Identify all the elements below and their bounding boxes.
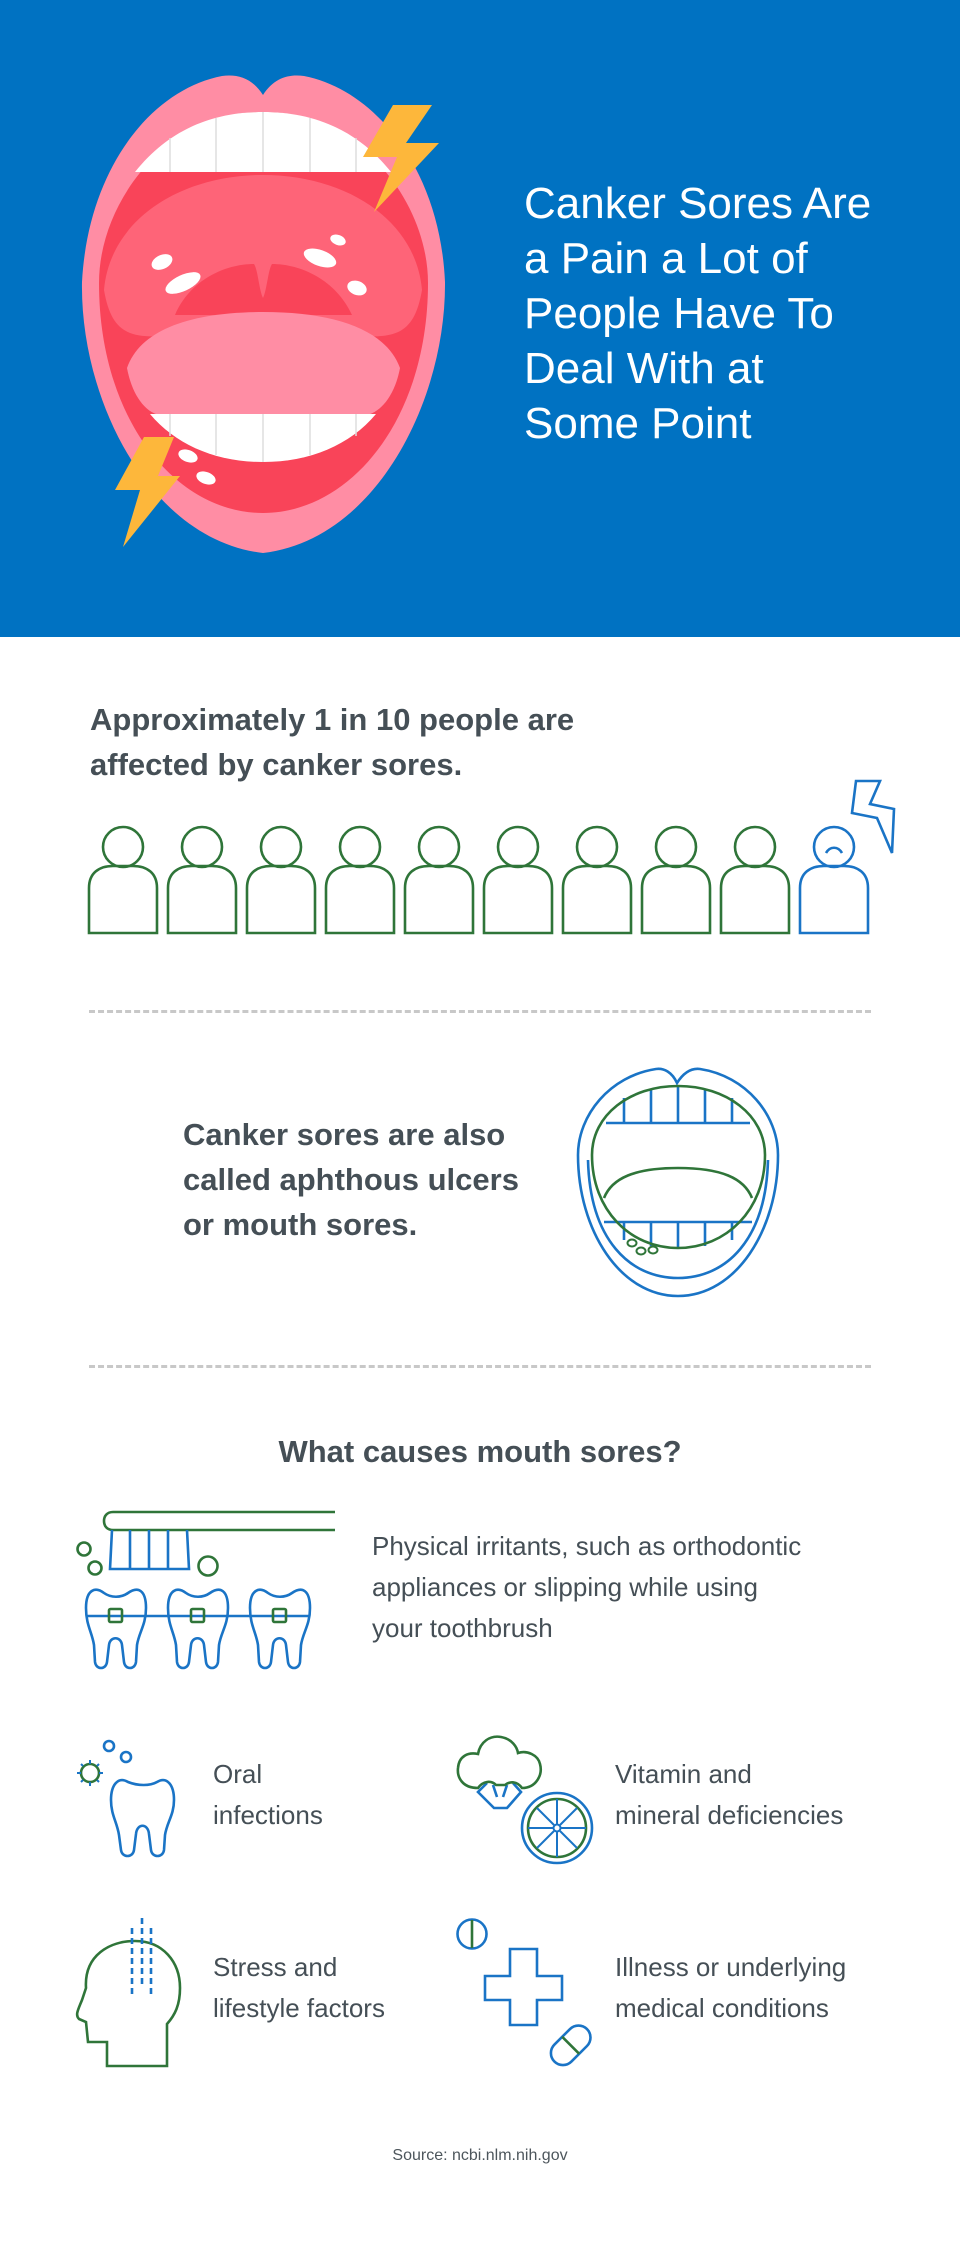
- broccoli-citrus-icon: [456, 1735, 594, 1865]
- cause-line: mineral deficiencies: [615, 1800, 844, 1830]
- cause-line: Physical irritants, such as orthodontic: [372, 1531, 802, 1561]
- stressed-head-icon: [75, 1918, 182, 2068]
- open-mouth-outline-icon: [576, 1067, 780, 1298]
- hero-title-line: People Have To: [524, 289, 834, 338]
- aka-line: Canker sores are also: [183, 1117, 506, 1152]
- people-row-icon: [87, 779, 896, 935]
- cause-illness-medical: Illness or underlying medical conditions: [615, 1947, 846, 2029]
- statistic-line: affected by canker sores.: [90, 747, 463, 782]
- hero-banner: Canker Sores Are a Pain a Lot of People …: [0, 0, 960, 637]
- section-divider: [89, 1010, 871, 1013]
- hero-title-line: Deal With at: [524, 344, 764, 393]
- section-divider: [89, 1365, 871, 1368]
- cause-line: lifestyle factors: [213, 1993, 385, 2023]
- cause-oral-infections: Oral infections: [213, 1754, 323, 1836]
- medical-cross-pills-icon: [456, 1918, 592, 2067]
- cause-line: your toothbrush: [372, 1613, 553, 1643]
- statistic-text: Approximately 1 in 10 people are affecte…: [90, 697, 574, 787]
- hero-title-line: a Pain a Lot of: [524, 234, 808, 283]
- cause-physical-irritants: Physical irritants, such as orthodontic …: [372, 1526, 801, 1649]
- aka-text: Canker sores are also called aphthous ul…: [183, 1112, 519, 1247]
- causes-title: What causes mouth sores?: [278, 1434, 682, 1469]
- cause-vitamin-deficiencies: Vitamin and mineral deficiencies: [615, 1754, 843, 1836]
- hero-title-line: Some Point: [524, 399, 752, 448]
- cause-line: Illness or underlying: [615, 1952, 847, 1982]
- aka-line: called aphthous ulcers: [183, 1162, 519, 1197]
- cause-line: infections: [213, 1800, 323, 1830]
- affected-person-icon: [798, 779, 896, 935]
- cause-line: Oral: [213, 1759, 263, 1789]
- statistic-line: Approximately 1 in 10 people are: [90, 702, 575, 737]
- cause-line: Stress and: [213, 1952, 338, 1982]
- cause-line: Vitamin and: [615, 1759, 752, 1789]
- cause-line: medical conditions: [615, 1993, 829, 2023]
- open-mouth-with-sores-illustration: [81, 75, 446, 553]
- hero-title-line: Canker Sores Are: [524, 179, 872, 228]
- toothbrush-braces-icon: [76, 1510, 335, 1670]
- source-citation: Source: ncbi.nlm.nih.gov: [392, 2147, 568, 2164]
- cause-stress-lifestyle: Stress and lifestyle factors: [213, 1947, 385, 2029]
- aka-line: or mouth sores.: [183, 1207, 418, 1242]
- hero-title: Canker Sores Are a Pain a Lot of People …: [524, 176, 924, 451]
- cause-line: appliances or slipping while using: [372, 1572, 758, 1602]
- tooth-germ-icon: [77, 1739, 176, 1858]
